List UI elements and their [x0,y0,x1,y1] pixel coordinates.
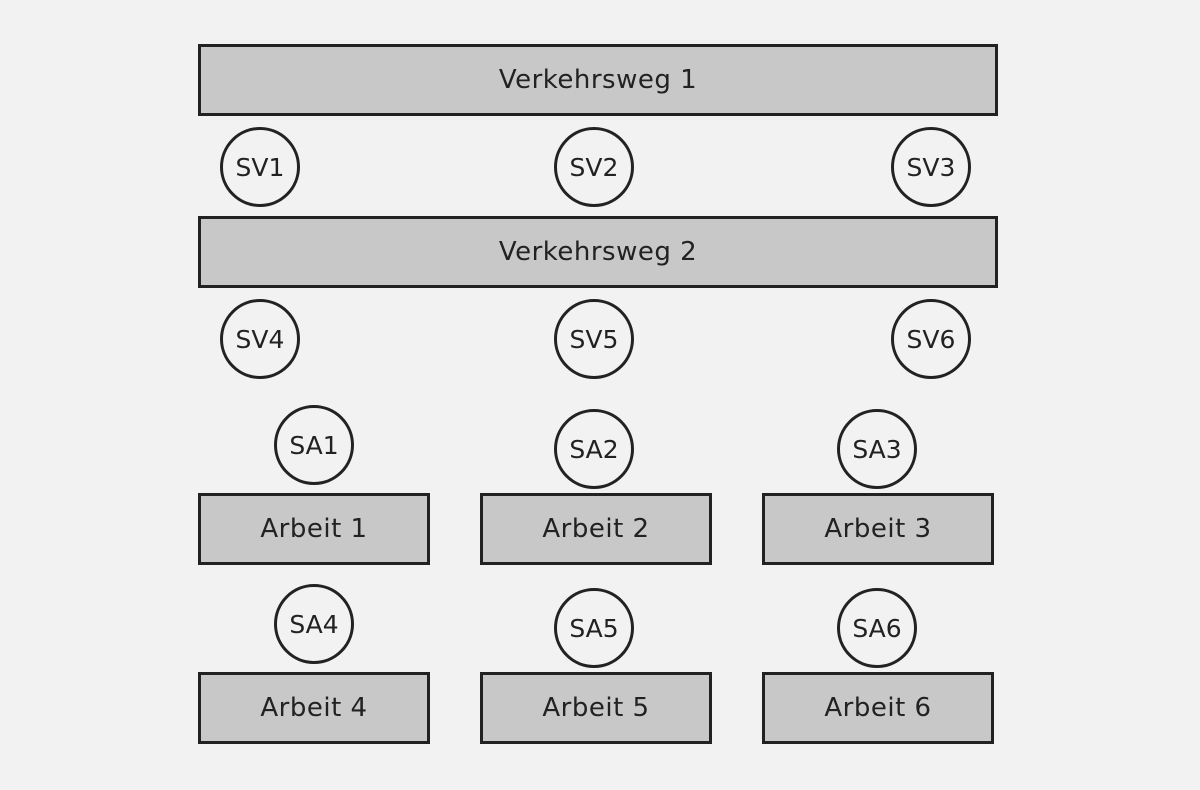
verkehrsweg-1-box: Verkehrsweg 1 [198,44,998,116]
arbeit-3-box: Arbeit 3 [762,493,994,565]
verkehrsweg-2-box: Verkehrsweg 2 [198,216,998,288]
sa3-node: SA3 [837,409,917,489]
arbeit-5-box: Arbeit 5 [480,672,712,744]
sa5-node: SA5 [554,588,634,668]
sa4-node: SA4 [274,584,354,664]
arbeit-1-box: Arbeit 1 [198,493,430,565]
sv3-node: SV3 [891,127,971,207]
sv1-node: SV1 [220,127,300,207]
arbeit-2-box: Arbeit 2 [480,493,712,565]
sa1-node: SA1 [274,405,354,485]
sv2-node: SV2 [554,127,634,207]
sa6-node: SA6 [837,588,917,668]
arbeit-4-box: Arbeit 4 [198,672,430,744]
sv4-node: SV4 [220,299,300,379]
arbeit-6-box: Arbeit 6 [762,672,994,744]
sv5-node: SV5 [554,299,634,379]
sv6-node: SV6 [891,299,971,379]
sa2-node: SA2 [554,409,634,489]
